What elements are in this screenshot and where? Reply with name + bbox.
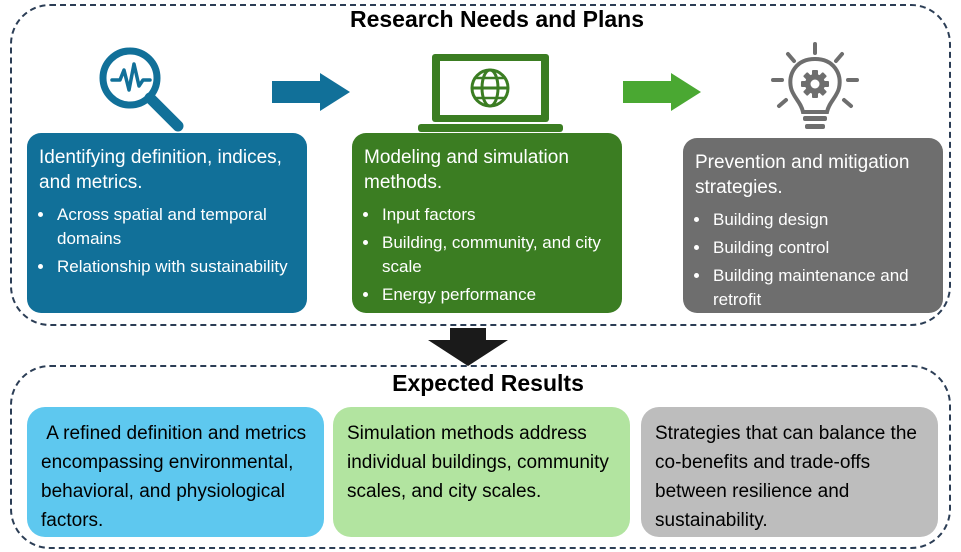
bullet-item: Across spatial and temporal domains [55,203,295,251]
laptop-globe-icon [418,54,563,132]
magnifier-pulse-icon [99,47,184,132]
strategies-bullets: Building design Building control Buildin… [695,208,931,312]
definition-box: Identifying definition, indices, and met… [27,133,307,313]
right-arrow-icon [272,73,350,111]
result-simulation-box: Simulation methods address individual bu… [333,407,630,537]
result-strategies-box: Strategies that can balance the co-benef… [641,407,938,537]
bullet-item: Input factors [380,203,610,227]
bullet-item: Relationship with sustainability [55,255,295,279]
right-arrow-icon [623,73,701,111]
strategies-heading: Prevention and mitigation strategies. [695,152,910,198]
research-title: Research Needs and Plans [341,6,653,33]
down-arrow-icon [428,328,508,366]
bullet-item: Building, community, and city scale [380,231,610,279]
modeling-heading: Modeling and simulation methods. [364,147,569,193]
bullet-item: Energy performance [380,283,610,307]
results-frame [10,365,951,549]
research-frame [10,4,951,326]
lightbulb-gear-icon [771,42,859,129]
strategies-box: Prevention and mitigation strategies. Bu… [683,138,943,313]
bullet-item: Building control [711,236,931,260]
modeling-bullets: Input factors Building, community, and c… [364,203,610,307]
results-title: Expected Results [384,370,592,397]
modeling-box: Modeling and simulation methods. Input f… [352,133,622,313]
bullet-item: Building maintenance and retrofit [711,264,931,312]
definition-heading: Identifying definition, indices, and met… [39,147,282,193]
bullet-item: Building design [711,208,931,232]
result-definition-box: A refined definition and metrics encompa… [27,407,324,537]
definition-bullets: Across spatial and temporal domains Rela… [39,203,295,279]
